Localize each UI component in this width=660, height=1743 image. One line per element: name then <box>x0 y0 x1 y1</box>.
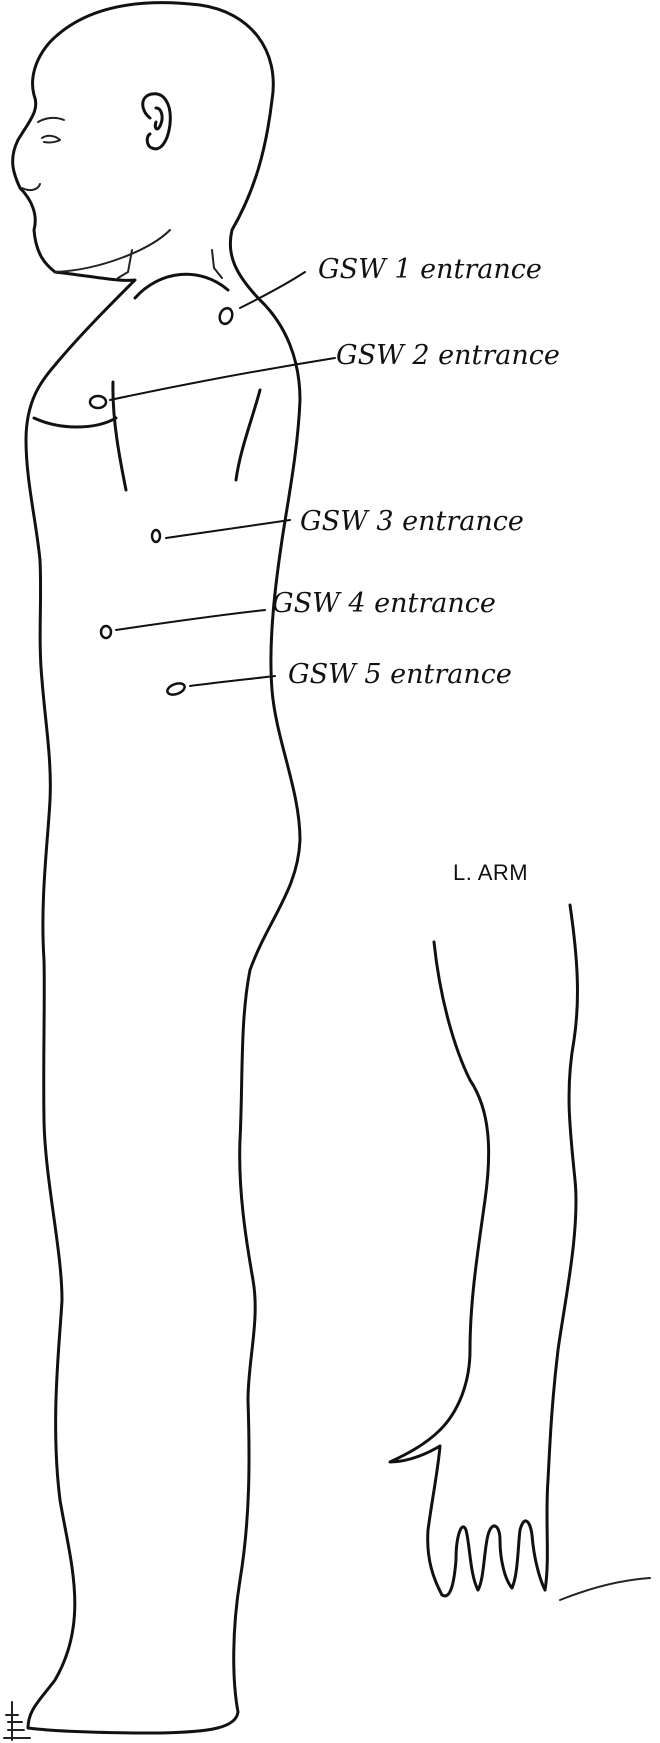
arm-outline-back <box>545 905 577 1590</box>
leader-line-3 <box>166 520 290 538</box>
foot-toe <box>4 1702 30 1740</box>
jaw-line <box>55 230 170 272</box>
leader-line-5 <box>190 676 275 686</box>
neck-line-back <box>212 250 222 278</box>
left-arm-drawing: L. ARM <box>390 860 650 1600</box>
ear <box>143 94 171 149</box>
eyebrow <box>38 118 64 122</box>
wound-label-5: GSW 5 entrance <box>288 659 512 690</box>
nostril <box>22 184 40 190</box>
fingers <box>456 1521 545 1590</box>
leader-line-4 <box>116 610 265 630</box>
wound-label-1: GSW 1 entrance <box>318 254 542 285</box>
body-outline <box>4 3 300 1740</box>
wound-labels: GSW 1 entrance GSW 2 entrance GSW 3 entr… <box>272 254 560 690</box>
arm-outline-front <box>390 942 489 1596</box>
eye <box>42 136 60 143</box>
pectoral-line <box>34 418 116 427</box>
arm-label: L. ARM <box>453 860 528 885</box>
wound-marker-4 <box>101 626 111 638</box>
body-contour <box>13 3 300 1733</box>
thumb-crease <box>560 1578 650 1600</box>
wound-label-4: GSW 4 entrance <box>272 588 496 619</box>
leader-lines <box>110 272 335 686</box>
wound-label-2: GSW 2 entrance <box>336 340 560 371</box>
wound-markers <box>90 306 234 696</box>
wound-marker-3 <box>152 530 160 542</box>
wound-marker-2 <box>90 396 106 408</box>
arm-back-line <box>236 390 260 480</box>
wound-marker-5 <box>166 681 186 697</box>
shoulder-arc <box>135 274 228 298</box>
wound-marker-1 <box>218 306 235 325</box>
wound-label-3: GSW 3 entrance <box>300 506 524 537</box>
